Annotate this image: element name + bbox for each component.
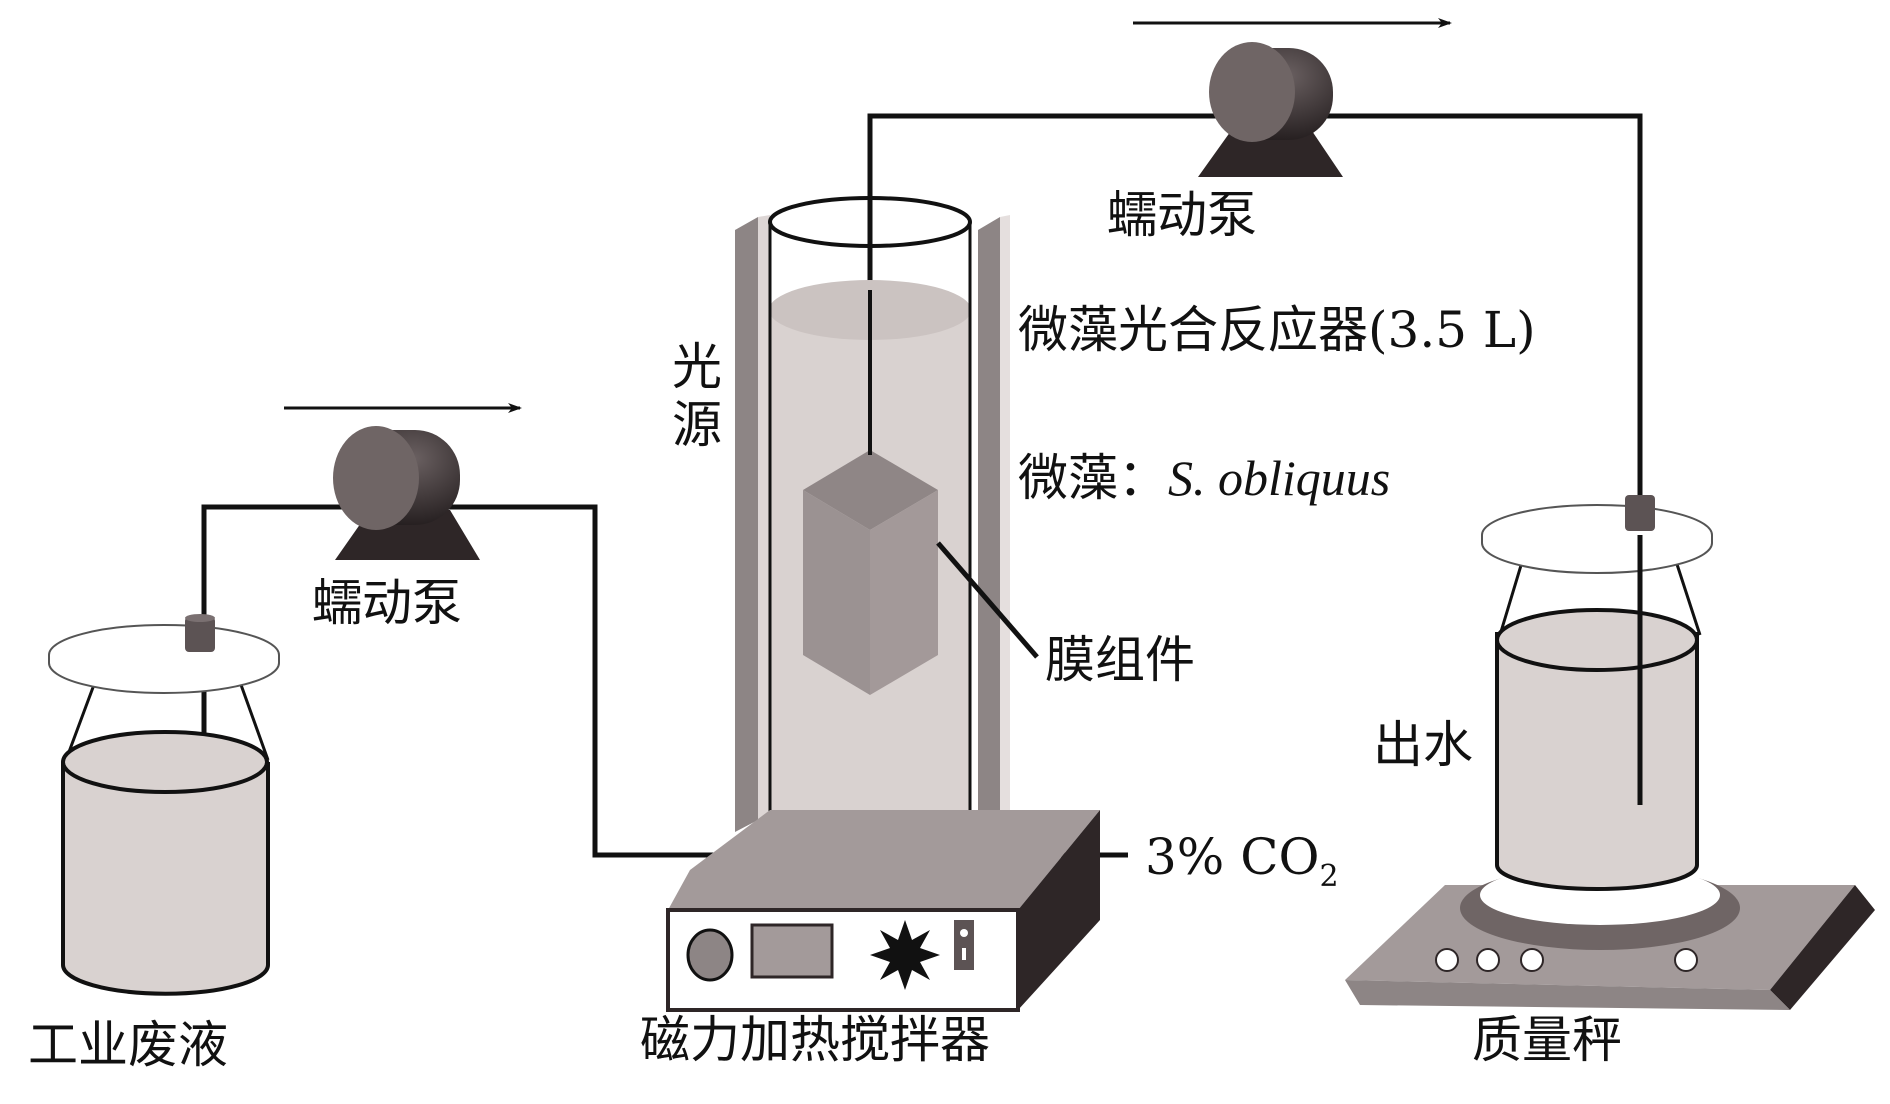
scale-label: 质量秤 — [1472, 1011, 1622, 1069]
tube-inlet — [201, 504, 762, 930]
top-pump-label: 蠕动泵 — [1107, 186, 1257, 244]
stirrer-star-icon — [870, 920, 940, 990]
stirrer-display — [750, 923, 834, 979]
membrane-callout-line — [936, 541, 1039, 659]
photobioreactor — [735, 196, 1039, 896]
stirrer-knob-icon — [686, 928, 734, 982]
magnetic-stirrer — [666, 810, 1100, 1012]
light-source-label: 光源 — [664, 340, 722, 456]
top-peristaltic-pump — [1198, 42, 1343, 177]
effluent-vessel — [1481, 495, 1713, 891]
left-pump-label: 蠕动泵 — [312, 574, 462, 632]
co2-subscript: 2 — [1319, 859, 1339, 894]
microalgae-label: 微藻：S. obliquus — [1018, 453, 1390, 503]
microalgae-prefix: 微藻： — [1018, 449, 1168, 507]
wastewater-label: 工业废液 — [28, 1016, 228, 1074]
stirrer-label: 磁力加热搅拌器 — [640, 1011, 990, 1069]
reactor-label: 微藻光合反应器(3.5 L) — [1018, 301, 1536, 359]
effluent-label: 出水 — [1373, 716, 1473, 774]
co2-prefix: 3% CO — [1145, 828, 1320, 886]
left-peristaltic-pump — [333, 426, 480, 560]
membrane-label: 膜组件 — [1045, 631, 1195, 689]
stirrer-switch-icon — [954, 920, 974, 970]
microalgae-species: S. obliquus — [1168, 450, 1391, 506]
co2-label: 3% CO2 — [1145, 832, 1339, 892]
balance-scale — [1345, 865, 1875, 1010]
wastewater-vessel — [48, 614, 280, 996]
